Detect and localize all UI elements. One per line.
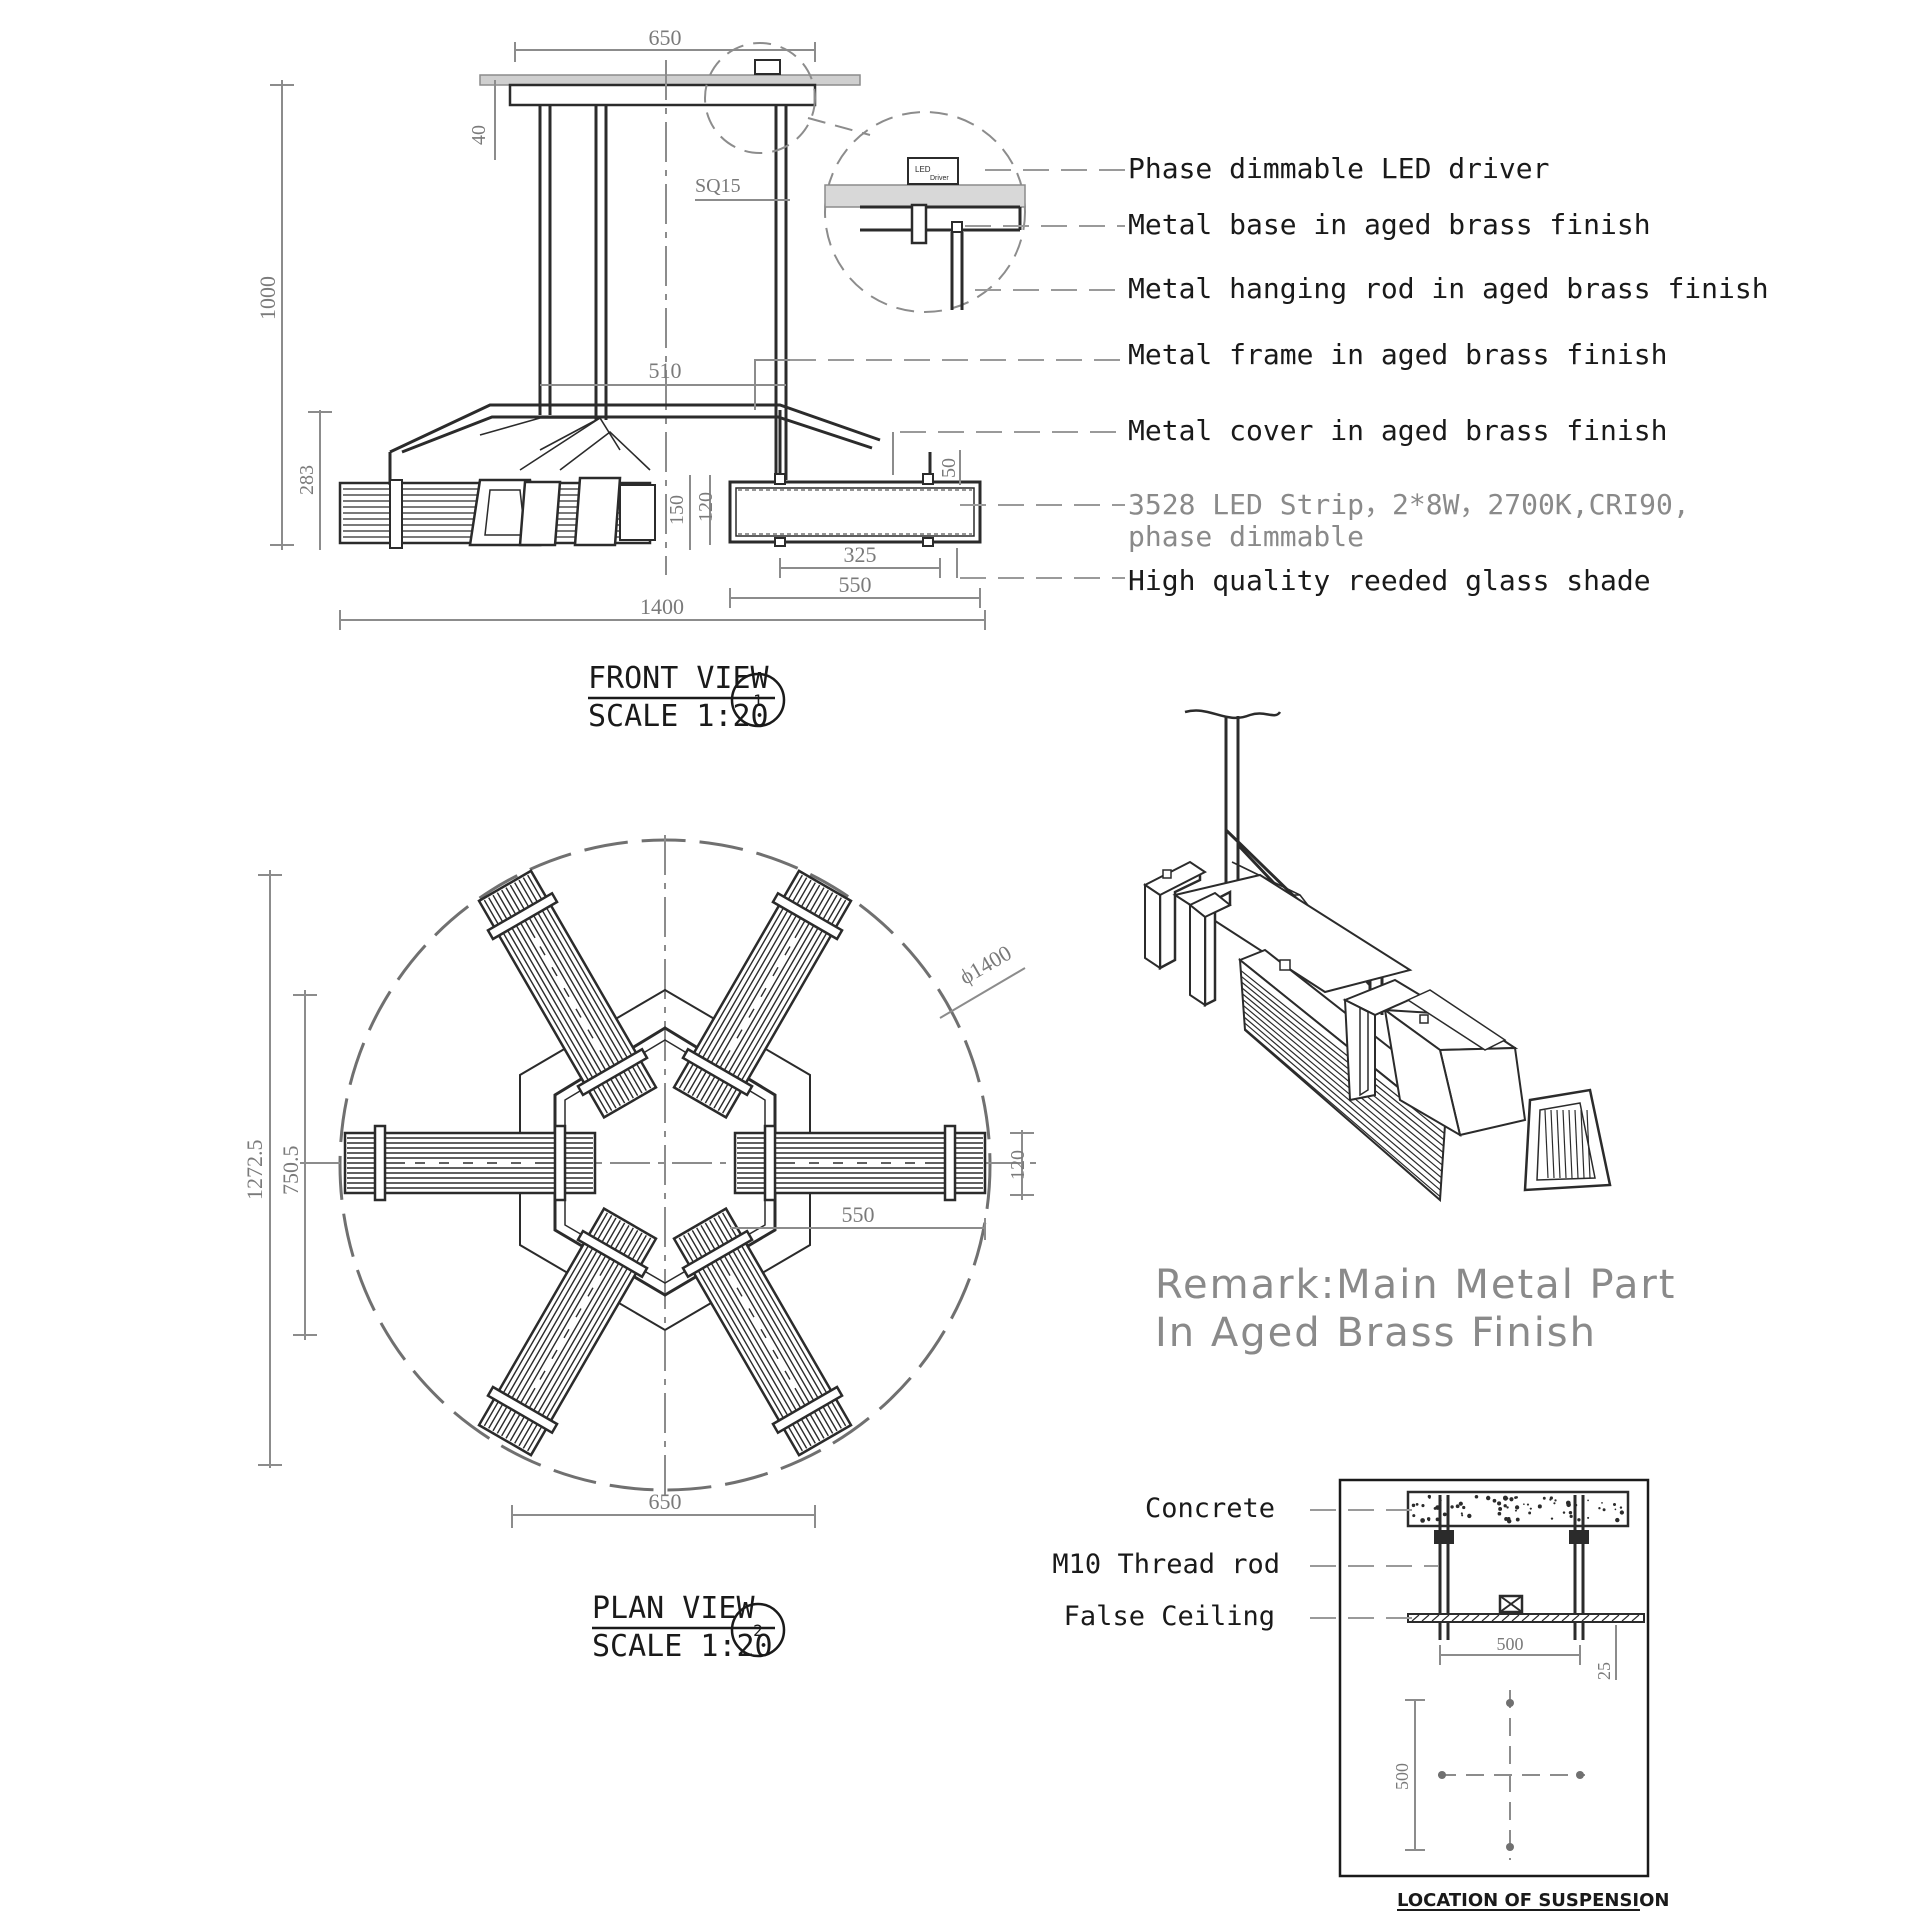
suspension-dim-width: 500	[1497, 1634, 1524, 1654]
front-view-number-circle	[730, 672, 786, 728]
plan-view-scale: SCALE 1:20	[592, 1629, 773, 1664]
front-view: LED Driver	[255, 25, 1769, 734]
detail-leader	[807, 117, 871, 136]
suspension-dim-depth: 25	[1594, 1662, 1614, 1680]
plan-view-number: 2	[753, 1621, 763, 1640]
remark-line-2: In Aged Brass Finish	[1155, 1310, 1597, 1356]
dim-glass-height: 120	[695, 492, 717, 522]
callout-glass-shade: High quality reeded glass shade	[1128, 564, 1651, 597]
remark-line-1: Remark:Main Metal Part	[1155, 1262, 1676, 1308]
detail-driver-text-1: LED	[915, 165, 931, 174]
callout-led-strip: 3528 LED Strip，2*8W，2700K,CRI90,	[1128, 488, 1690, 521]
dim-arm-width: 120	[1007, 1150, 1029, 1180]
dim-diameter: ϕ1400	[955, 940, 1016, 989]
plan-view-title: PLAN VIEW	[592, 1591, 755, 1626]
detail-enlargement: LED Driver	[824, 111, 1026, 313]
suspension-label-false-ceiling: False Ceiling	[1064, 1601, 1275, 1632]
callout-metal-cover: Metal cover in aged brass finish	[1128, 414, 1667, 447]
hanging-rods	[538, 105, 788, 480]
plan-dimensions	[258, 870, 1034, 1528]
callout-leaders	[790, 169, 1125, 579]
right-shade-section	[728, 473, 982, 547]
isometric-view	[1143, 709, 1612, 1203]
plan-arm	[672, 1206, 853, 1457]
metal-frame	[388, 403, 932, 485]
suspension-dim-grid: 500	[1392, 1763, 1412, 1790]
canopy	[508, 83, 817, 107]
dim-frame-width: 510	[649, 358, 682, 383]
dim-height: 1000	[255, 276, 280, 320]
dim-plan-bottom-width: 650	[649, 1489, 682, 1514]
front-view-number: 1	[753, 691, 763, 710]
dim-plan-inner-height: 750.5	[278, 1146, 303, 1196]
callout-led-driver: Phase dimmable LED driver	[1128, 152, 1549, 185]
dim-body-height: 283	[296, 465, 318, 495]
plan-view-number-circle	[730, 1602, 786, 1658]
led-driver-box	[907, 157, 959, 185]
left-reeded-shade	[338, 476, 656, 549]
suspension-frame	[1338, 1478, 1650, 1878]
dim-overall-width: 1400	[640, 594, 684, 619]
driver-box-small	[754, 59, 781, 75]
dim-arm-length: 550	[842, 1202, 875, 1227]
ceiling-plate	[479, 74, 861, 86]
suspension-label-thread-rod: M10 Thread rod	[1052, 1549, 1280, 1580]
plan-arm	[672, 869, 853, 1120]
suspension-title: LOCATION OF SUSPENSION	[1397, 1890, 1669, 1911]
hexagon-outline	[519, 988, 811, 1332]
front-view-scale: SCALE 1:20	[588, 699, 769, 734]
callout-led-strip-2: phase dimmable	[1128, 520, 1364, 553]
plan-arm	[343, 1124, 597, 1202]
suspension-detail: Concrete M10 Thread rod False Ceiling 50…	[1052, 1478, 1669, 1911]
front-dimensions	[270, 42, 986, 630]
dim-cover-height: 50	[938, 458, 960, 478]
dim-shade-length: 550	[839, 572, 872, 597]
plan-arms	[343, 869, 987, 1457]
plan-arm	[477, 869, 658, 1120]
plan-arm	[477, 1206, 658, 1457]
front-view-title: FRONT VIEW	[588, 661, 770, 696]
dim-base-thickness: 40	[468, 125, 490, 145]
detail-marker-circle	[704, 42, 816, 154]
dim-inner-length: 325	[844, 542, 877, 567]
dim-plan-overall-height: 1272.5	[242, 1140, 267, 1201]
dim-rod-section: SQ15	[695, 175, 741, 197]
plan-view: ϕ1400 1272.5 750.5 120 550 650 PLAN VIEW…	[242, 835, 1040, 1664]
dim-top-width: 650	[649, 25, 682, 50]
callout-metal-base: Metal base in aged brass finish	[1128, 208, 1651, 241]
hexagon-frame	[553, 1026, 777, 1297]
dim-shade-height: 150	[666, 495, 688, 525]
callout-metal-frame: Metal frame in aged brass finish	[1128, 338, 1667, 371]
suspension-label-concrete: Concrete	[1145, 1493, 1275, 1524]
detail-driver-text-2: Driver	[930, 175, 949, 182]
plan-arm	[733, 1124, 987, 1202]
callout-hanging-rod: Metal hanging rod in aged brass finish	[1128, 272, 1769, 305]
